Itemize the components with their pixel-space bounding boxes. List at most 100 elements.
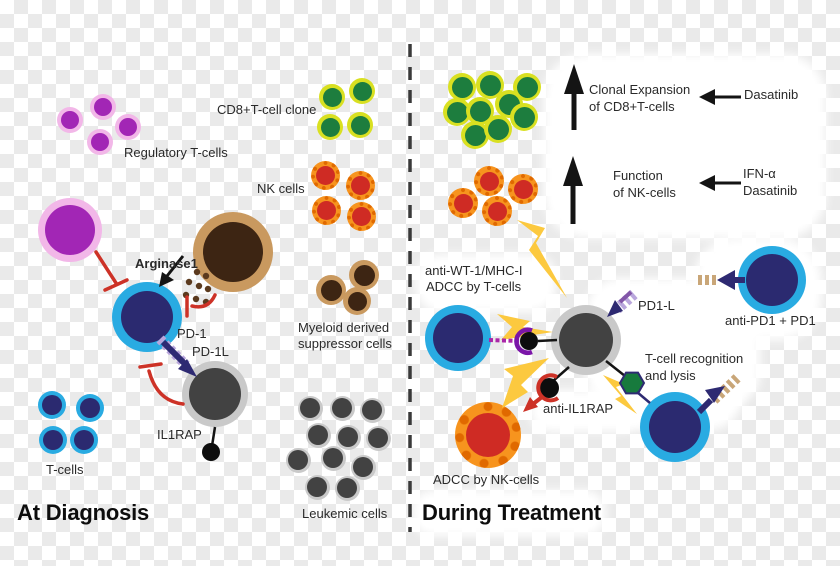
leukemic-cell-nucleus <box>323 448 343 468</box>
leukemic-cell-nucleus <box>308 425 328 445</box>
increase-arrow-nk <box>563 156 583 224</box>
label-il1rap: IL1RAP <box>157 427 202 442</box>
t-cell-nucleus <box>43 430 63 450</box>
expanded-cd8-cell-nucleus <box>487 118 509 140</box>
leukemic-cell <box>334 475 360 501</box>
leukemic-cell <box>305 422 331 448</box>
t-cell-adcc-nucleus <box>433 313 483 363</box>
section-title-during-treatment: During Treatment <box>422 500 601 525</box>
cd8-clone-cell <box>347 112 373 138</box>
label-clonal-expansion-line1: Clonal Expansion <box>589 82 691 97</box>
cd8-clone-cell-nucleus <box>320 117 340 137</box>
arginase-granules <box>182 268 212 306</box>
regulatory-t-cell-nucleus <box>94 98 112 116</box>
leukemic-cell-nucleus <box>307 477 327 497</box>
mdsc <box>343 287 371 315</box>
mdsc-large <box>193 212 273 292</box>
leukemic-cell-large <box>182 361 248 427</box>
leukemic-cell-large-nucleus <box>189 368 241 420</box>
t-cell <box>70 426 98 454</box>
cd8-clone-cell-nucleus <box>350 115 370 135</box>
ifn-dasatinib-arrow <box>699 175 741 191</box>
expanded-cd8-cell-nucleus <box>464 124 486 146</box>
label-recognition-line1: T-cell recognition <box>645 351 744 366</box>
regulatory-t-cell <box>57 107 83 133</box>
mdsc-nucleus <box>320 279 342 301</box>
t-cell-nucleus <box>80 398 100 418</box>
nk-cell <box>346 201 376 231</box>
background-white-patch <box>538 398 634 424</box>
regulatory-t-cell <box>87 129 113 155</box>
dasatinib-arrow <box>699 89 741 105</box>
mdsc <box>349 260 379 290</box>
leukemic-cell <box>304 474 330 500</box>
leukemic-cell <box>335 424 361 450</box>
regulatory-t-cell <box>90 94 116 120</box>
lysis-arrow <box>696 373 742 415</box>
label-anti-pd1-pd1: anti-PD1 + PD1 <box>725 313 816 328</box>
label-anti-wt1-line2: ADCC by T-cells <box>426 279 522 294</box>
expanded-cd8-cell-nucleus <box>516 76 538 98</box>
anti-pd1-arrow <box>698 270 745 290</box>
label-ifn-alpha: IFN-α <box>743 166 776 181</box>
label-anti-wt1-line1: anti-WT-1/MHC-I <box>425 263 523 278</box>
label-myeloid-line2: suppressor cells <box>298 336 392 351</box>
inhibition-line-mdsc <box>185 293 217 318</box>
increase-arrow-cd8 <box>564 64 584 130</box>
expanded-cd8-cell-nucleus <box>469 100 491 122</box>
label-dasatinib-2: Dasatinib <box>743 183 798 198</box>
il1rap-receptor <box>202 426 220 461</box>
leukemic-cell <box>350 454 376 480</box>
regulatory-t-cell-nucleus <box>119 118 137 136</box>
leukemic-cell-nucleus <box>368 428 388 448</box>
expanded-cd8-cell-nucleus <box>479 74 501 96</box>
label-pd-1: PD-1 <box>177 326 207 341</box>
mdsc <box>316 275 346 305</box>
leukemic-cell <box>320 445 346 471</box>
leukemic-cell-nucleus <box>300 398 320 418</box>
activated-nk-cell <box>474 166 504 196</box>
leukemic-cell-nucleus <box>332 398 352 418</box>
leukemic-cell-nucleus <box>338 427 358 447</box>
leukemic-cell-nucleus <box>288 450 308 470</box>
t-cell-lysis-nucleus <box>649 401 701 453</box>
t-cell-antipd1-nucleus <box>746 254 798 306</box>
cd8-clone-cell <box>319 84 345 110</box>
arginase-arrow <box>159 255 185 287</box>
inhibition-line-treg <box>94 250 129 292</box>
pd1-pd1l-arrow <box>156 335 197 377</box>
background-white-patch <box>424 262 548 304</box>
mdsc-nucleus <box>353 264 375 286</box>
cd8-clone-cell <box>349 78 375 104</box>
label-function-line1: Function <box>613 168 663 183</box>
nk-cell <box>345 170 375 200</box>
label-function-line2: of NK-cells <box>613 185 676 200</box>
cd8-clone-cell-nucleus <box>322 87 342 107</box>
label-regulatory-t-cells: Regulatory T-cells <box>124 145 228 160</box>
label-dasatinib: Dasatinib <box>744 87 799 102</box>
label-t-cells: T-cells <box>46 462 84 477</box>
leukemic-cell-nucleus <box>337 478 357 498</box>
expanded-cd8-cell <box>448 73 476 101</box>
mdsc-nucleus <box>347 291 367 311</box>
anti-il1rap-antibody <box>523 366 570 412</box>
attack-flash-icon <box>497 220 637 414</box>
label-pd1-l: PD1-L <box>638 298 675 313</box>
activated-nk-cell <box>448 188 478 218</box>
section-title-at-diagnosis: At Diagnosis <box>17 500 150 525</box>
leukemic-cell <box>359 397 385 423</box>
leukemic-cell <box>365 425 391 451</box>
expanded-cd8-cell <box>484 115 512 143</box>
t-cell <box>39 426 67 454</box>
t-cell-nucleus <box>74 430 94 450</box>
t-cell-adcc <box>425 305 491 371</box>
label-myeloid-line1: Myeloid derived <box>298 320 390 335</box>
inhibition-line-pd1l <box>138 362 185 406</box>
mhc-tcr-synapse <box>488 327 558 355</box>
label-nk-cells: NK cells <box>257 181 305 196</box>
label-recognition-line2: and lysis <box>645 368 696 383</box>
mdsc-large-nucleus <box>203 222 263 282</box>
